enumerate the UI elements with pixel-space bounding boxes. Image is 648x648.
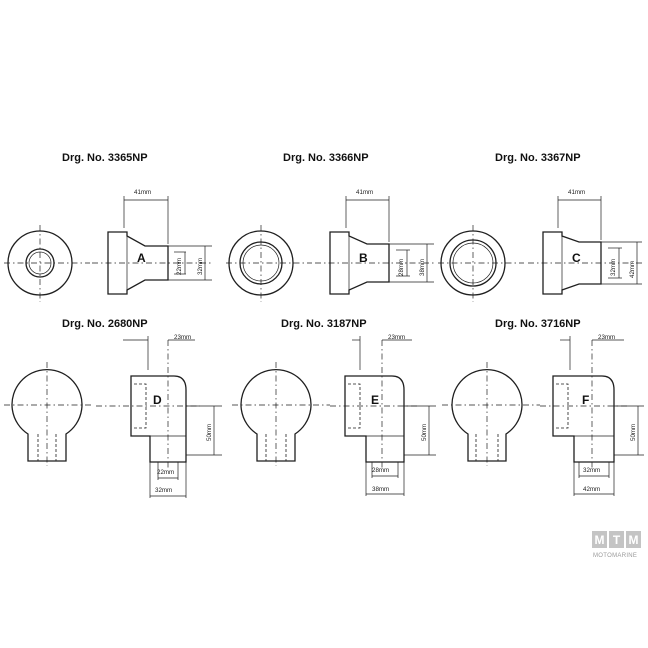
drawing-f: Drg. No. 3716NP F	[442, 318, 644, 496]
dim-height-e: 50mm	[421, 424, 428, 441]
side-view-c	[528, 196, 644, 295]
logo-letter-m1: M	[595, 533, 605, 547]
dim-inner-a: 22mm	[176, 258, 183, 275]
dim-outer-b: 38mm	[419, 259, 426, 276]
logo-box-t	[609, 531, 624, 548]
part-letter-b: B	[359, 251, 368, 265]
logo-box-m2	[626, 531, 641, 548]
part-letter-f: F	[582, 393, 589, 407]
side-view-a	[92, 196, 212, 295]
dim-inner-e: 28mm	[372, 467, 389, 474]
side-view-e	[330, 336, 436, 496]
dim-height-d: 50mm	[206, 424, 213, 441]
drawing-title-f: Drg. No. 3716NP	[495, 318, 581, 330]
end-view-e	[232, 362, 330, 466]
motomarine-logo: M T M MOTOMARINE	[592, 531, 641, 559]
drawing-title-b: Drg. No. 3366NP	[283, 152, 369, 164]
dim-length-c: 41mm	[568, 189, 585, 196]
dim-offset-f: 23mm	[598, 334, 615, 341]
drawing-title-c: Drg. No. 3367NP	[495, 152, 581, 164]
logo-subtitle: MOTOMARINE	[593, 553, 637, 559]
side-view-b	[315, 196, 434, 295]
logo-box-m1	[592, 531, 607, 548]
dim-length-b: 41mm	[356, 189, 373, 196]
part-letter-c: C	[572, 251, 581, 265]
drawing-c: Drg. No. 3367NP C 41mm 32mm 42mm	[438, 152, 644, 302]
end-view-d	[4, 362, 94, 466]
drawing-d: Drg. No. 2680NP D	[4, 318, 222, 498]
end-view-f	[442, 362, 540, 466]
drawing-b: Drg. No. 3366NP B 41mm 28mm 38mm	[226, 152, 434, 302]
dim-length-a: 41mm	[134, 189, 151, 196]
end-view-b	[226, 225, 312, 302]
drawing-a: Drg. No. 3365NP A 41mm 22mm 32mm	[4, 152, 212, 302]
dim-outer-a: 32mm	[197, 258, 204, 275]
drawing-title-a: Drg. No. 3365NP	[62, 152, 148, 164]
end-view-a	[4, 225, 90, 302]
dim-inner-d: 22mm	[157, 469, 174, 476]
part-letter-a: A	[137, 251, 146, 265]
dim-inner-f: 32mm	[583, 467, 600, 474]
dim-outer-c: 42mm	[629, 261, 636, 278]
dim-outer-f: 42mm	[583, 486, 600, 493]
logo-letter-m2: M	[629, 533, 639, 547]
dim-height-f: 50mm	[630, 424, 637, 441]
part-letter-e: E	[371, 393, 379, 407]
drawing-e: Drg. No. 3187NP E	[232, 318, 436, 496]
dim-outer-d: 32mm	[155, 487, 172, 494]
part-letter-d: D	[153, 393, 162, 407]
side-view-f	[540, 336, 644, 496]
dim-offset-e: 23mm	[388, 334, 405, 341]
drawing-title-d: Drg. No. 2680NP	[62, 318, 148, 330]
dim-inner-c: 32mm	[610, 259, 617, 276]
dim-offset-d: 23mm	[174, 334, 191, 341]
dim-outer-e: 38mm	[372, 486, 389, 493]
logo-letter-t: T	[613, 533, 621, 547]
drawing-title-e: Drg. No. 3187NP	[281, 318, 367, 330]
end-view-c	[438, 225, 524, 302]
dim-inner-b: 28mm	[398, 259, 405, 276]
side-view-d	[96, 336, 222, 498]
